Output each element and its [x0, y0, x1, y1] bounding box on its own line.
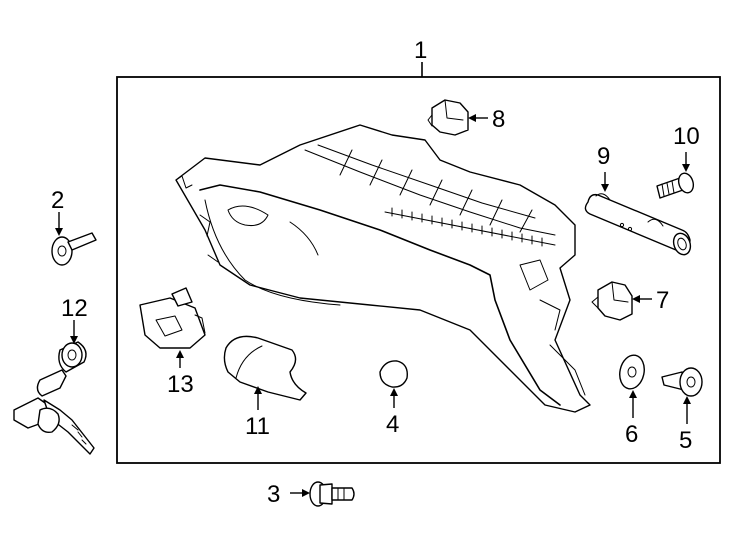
callout-7: 7 [656, 287, 669, 314]
leader-arrows [55, 114, 691, 497]
lock-cylinder-part-12 [13, 341, 95, 455]
trim-panel-part-11 [223, 335, 307, 401]
callout-8: 8 [492, 106, 505, 133]
clip-part-7 [591, 281, 633, 321]
callout-13: 13 [167, 371, 194, 398]
callout-4: 4 [386, 411, 399, 438]
latch-part-13 [139, 287, 206, 349]
callout-2: 2 [51, 187, 64, 214]
callout-1: 1 [414, 37, 427, 64]
bolt-part-10 [656, 172, 695, 199]
push-pin-part-2 [51, 232, 97, 266]
callout-9: 9 [597, 143, 610, 170]
callout-10: 10 [673, 123, 700, 150]
washer-part-6 [619, 354, 645, 390]
callout-11: 11 [245, 413, 270, 440]
push-pin-part-5 [661, 367, 703, 397]
callout-5: 5 [679, 427, 692, 454]
callout-6: 6 [625, 421, 638, 448]
assembly-frame [116, 76, 721, 464]
bumper-part-4 [379, 360, 408, 388]
callout-12: 12 [61, 295, 88, 322]
damper-part-9 [584, 193, 692, 256]
bolt-part-3 [309, 481, 355, 507]
glove-box-assembly [175, 124, 591, 413]
clip-part-8 [427, 99, 469, 136]
callout-3: 3 [267, 481, 280, 508]
